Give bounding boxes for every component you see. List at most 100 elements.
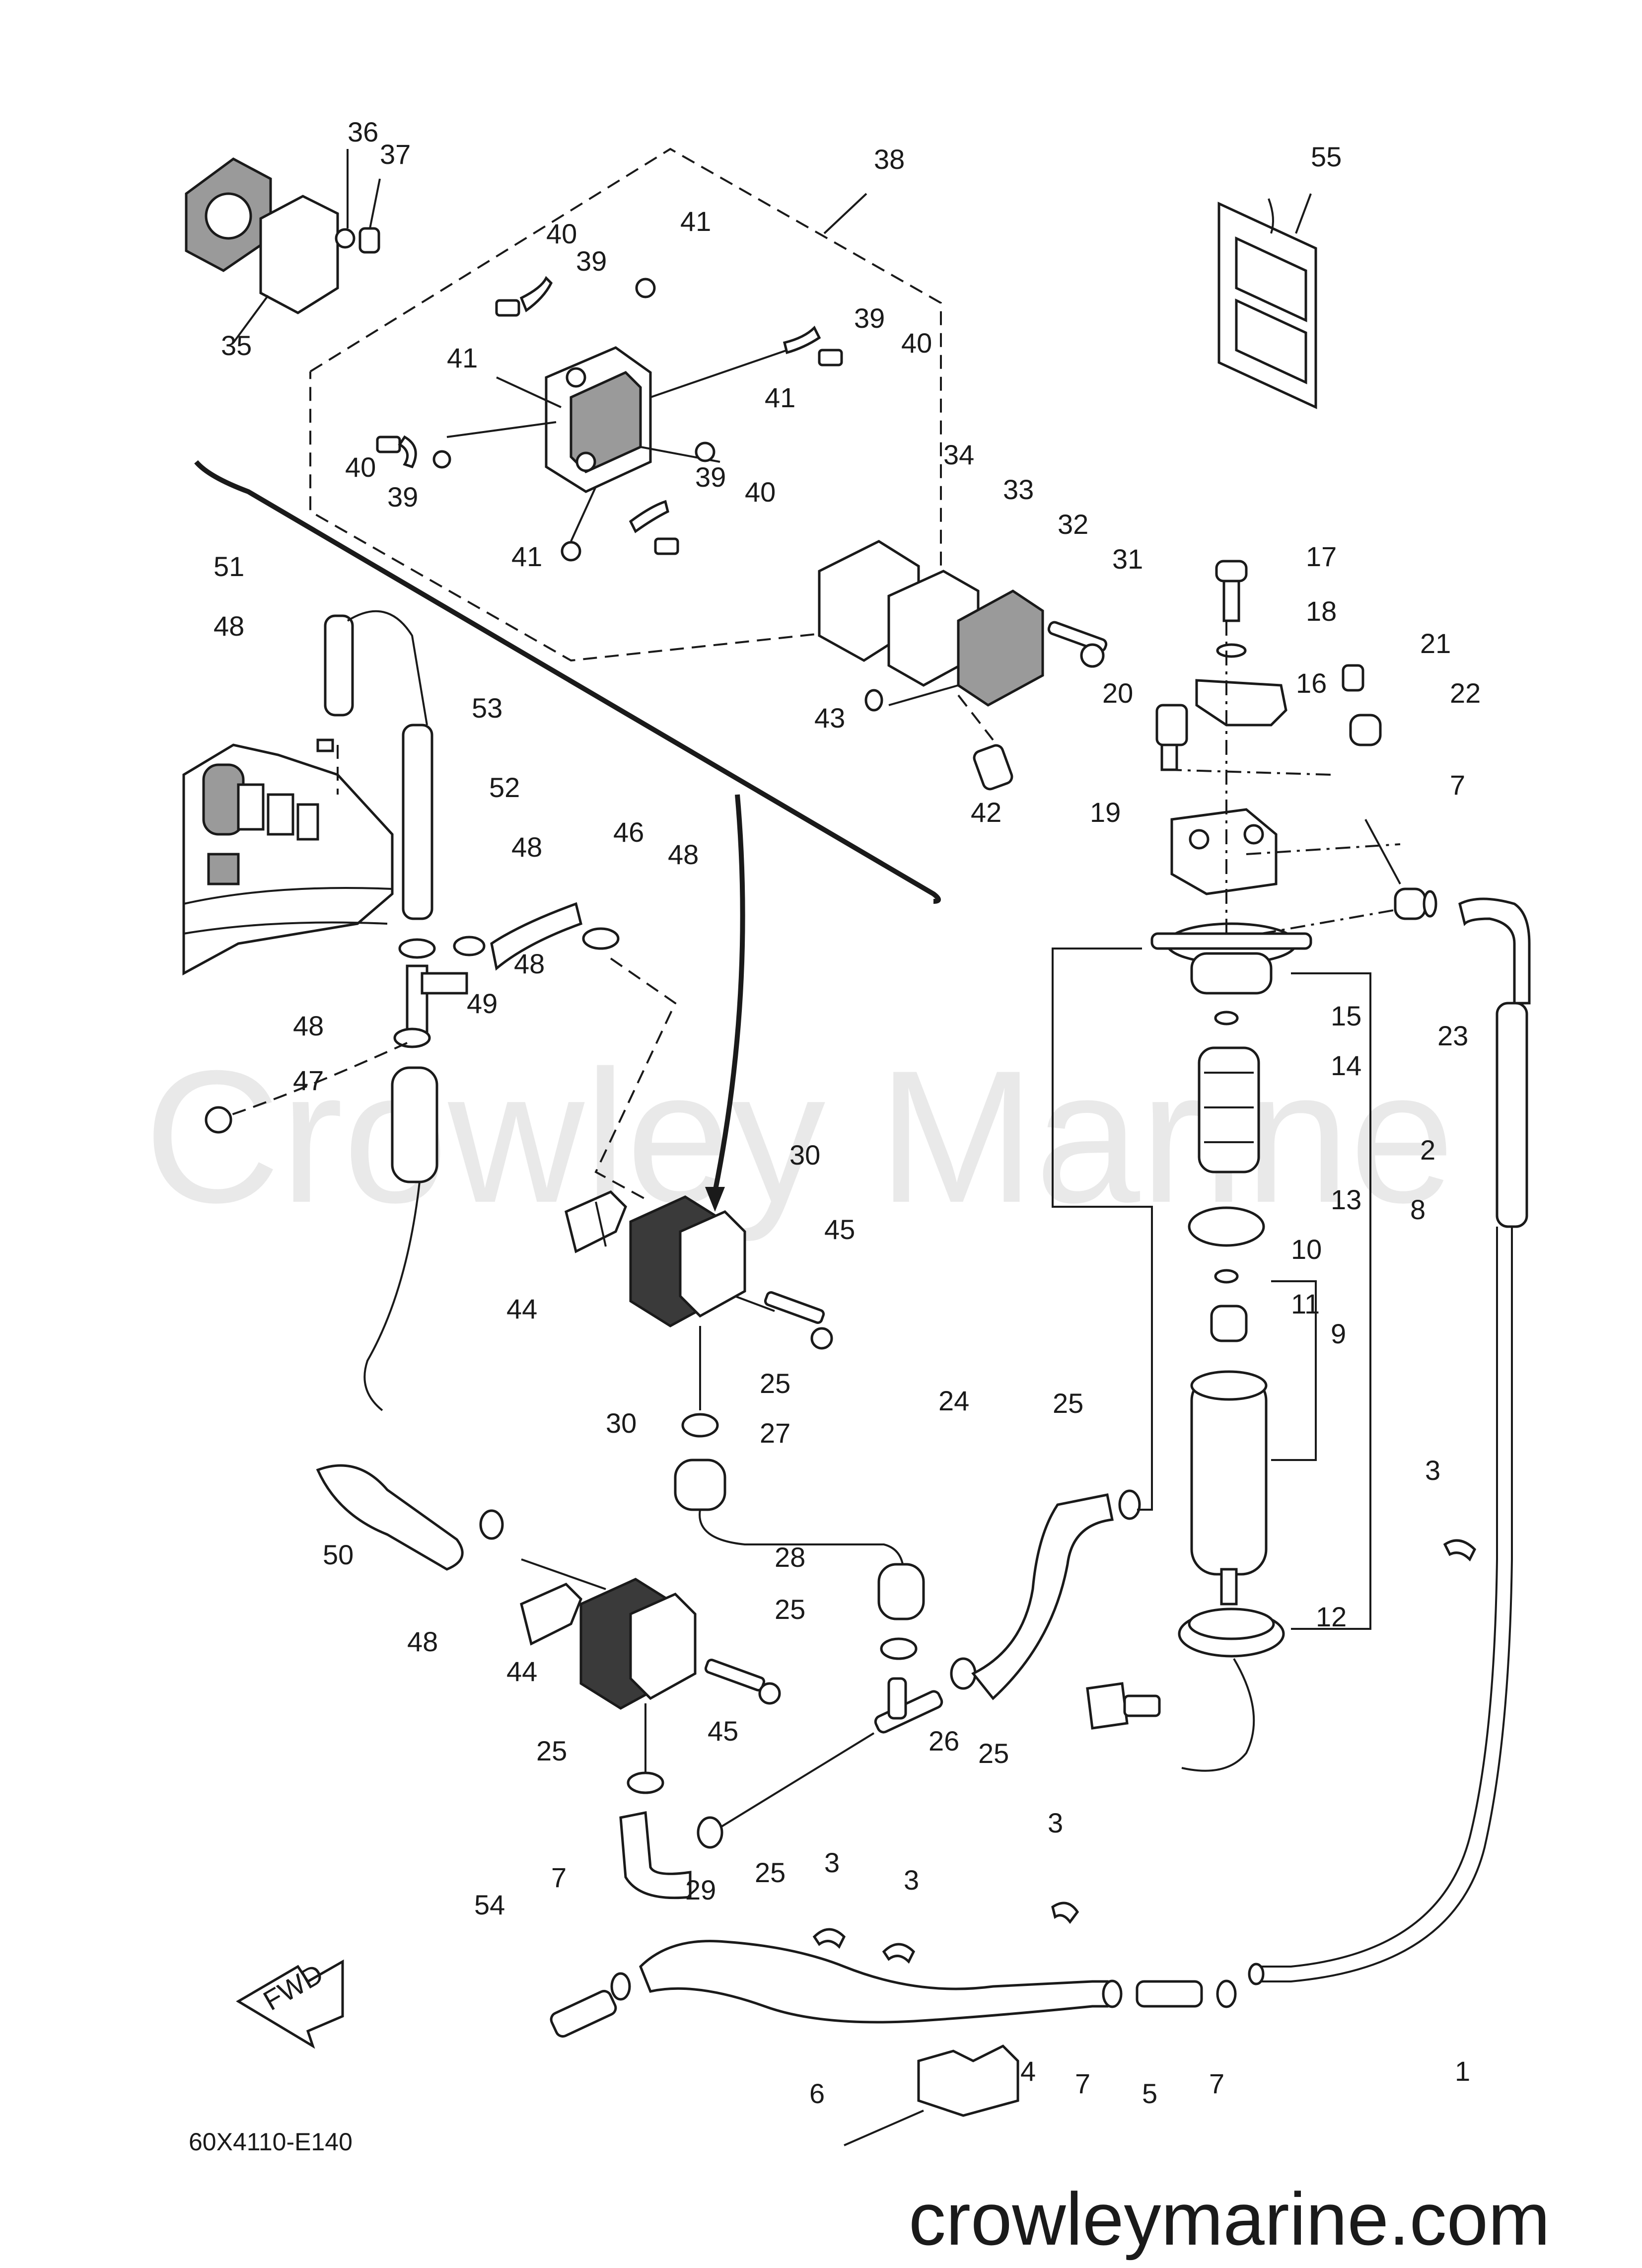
hose-connector-set xyxy=(619,1413,925,1900)
callout-c43: 43 xyxy=(814,702,845,733)
callout-c41a: 41 xyxy=(680,206,711,237)
website-url: crowleymarine.com xyxy=(909,2177,1550,2261)
callout-c27: 27 xyxy=(760,1417,790,1449)
callout-c5: 5 xyxy=(1142,2078,1157,2109)
fuel-pump-upper xyxy=(565,1190,833,1410)
callout-c36: 36 xyxy=(348,116,378,147)
vapor-hose-assembly xyxy=(205,610,468,1411)
label-tag-55 xyxy=(1217,193,1317,409)
callout-c15: 15 xyxy=(1331,1000,1361,1031)
callout-c18: 18 xyxy=(1306,595,1337,627)
callout-c51: 51 xyxy=(214,551,244,582)
callout-c11: 11 xyxy=(1291,1288,1320,1319)
callout-c31: 31 xyxy=(1112,543,1143,575)
callout-c48b: 48 xyxy=(511,831,542,863)
callout-c14: 14 xyxy=(1331,1050,1361,1081)
callout-c37: 37 xyxy=(380,139,411,170)
callout-c50: 50 xyxy=(323,1539,354,1570)
callout-c1: 1 xyxy=(1455,2055,1470,2087)
clips-3 xyxy=(812,1539,1477,1964)
callout-c7d: 7 xyxy=(1209,2068,1224,2099)
callout-c52: 52 xyxy=(489,772,520,803)
callout-c41b: 41 xyxy=(447,342,478,373)
callout-c30a: 30 xyxy=(789,1139,820,1171)
callout-c39b: 39 xyxy=(854,302,885,334)
callout-c25e: 25 xyxy=(978,1738,1009,1769)
callout-c16: 16 xyxy=(1296,667,1327,699)
lower-fuel-hose xyxy=(550,1940,1237,2146)
callout-c47: 47 xyxy=(293,1065,324,1096)
cover-plate-35 xyxy=(185,149,381,344)
callout-c48c: 48 xyxy=(668,839,699,870)
callout-c6: 6 xyxy=(809,2078,825,2109)
callout-c9: 9 xyxy=(1331,1318,1346,1349)
fuel-hose-1-2 xyxy=(1248,897,1531,1985)
callout-c48d: 48 xyxy=(514,948,545,979)
callout-c49: 49 xyxy=(467,988,498,1019)
callout-c17: 17 xyxy=(1306,541,1337,572)
callout-c13: 13 xyxy=(1331,1184,1361,1215)
callout-c39c: 39 xyxy=(387,481,418,512)
callout-c38: 38 xyxy=(874,144,905,175)
hose-24 xyxy=(971,948,1153,1700)
callout-c45a: 45 xyxy=(824,1214,855,1245)
pump-body-exploded xyxy=(376,276,843,562)
callout-c39a: 39 xyxy=(576,245,607,277)
fuel-filter-assembly xyxy=(1086,560,1437,1772)
callout-c3d: 3 xyxy=(904,1864,919,1896)
hose-46 xyxy=(453,902,677,1203)
callout-c25c: 25 xyxy=(775,1594,805,1625)
callout-c23: 23 xyxy=(1437,1020,1468,1051)
callout-c3a: 3 xyxy=(1425,1455,1440,1486)
callout-c41d: 41 xyxy=(511,541,542,572)
callout-c7a: 7 xyxy=(1450,769,1465,801)
hose-50 xyxy=(316,1464,504,1571)
callout-c33: 33 xyxy=(1003,474,1034,505)
callout-c25f: 25 xyxy=(755,1857,785,1888)
callout-c40b: 40 xyxy=(901,327,932,359)
callout-c3c: 3 xyxy=(824,1847,840,1878)
callout-c4: 4 xyxy=(1020,2055,1036,2087)
callout-c48e: 48 xyxy=(293,1010,324,1041)
callout-c3b: 3 xyxy=(1048,1807,1063,1838)
callout-c29: 29 xyxy=(685,1874,716,1905)
pointer-arrow xyxy=(713,794,745,1192)
callout-c24: 24 xyxy=(938,1385,969,1416)
diaphragm-stack xyxy=(818,540,1108,791)
callout-c41c: 41 xyxy=(765,382,795,413)
t-joint-26 xyxy=(697,1657,977,1849)
callout-c45b: 45 xyxy=(708,1715,738,1747)
callout-c26: 26 xyxy=(928,1725,959,1756)
callout-c55: 55 xyxy=(1311,141,1342,172)
section-boundary xyxy=(194,460,941,904)
callout-c54: 54 xyxy=(474,1889,505,1920)
callout-c8: 8 xyxy=(1410,1194,1426,1225)
callout-c48a: 48 xyxy=(214,610,244,642)
callout-c42: 42 xyxy=(971,797,1001,828)
callout-c30b: 30 xyxy=(606,1407,637,1439)
callout-c40a: 40 xyxy=(546,218,577,249)
callout-c20: 20 xyxy=(1102,677,1133,709)
callout-c7b: 7 xyxy=(551,1862,567,1893)
callout-c53: 53 xyxy=(472,692,502,724)
callout-c34: 34 xyxy=(943,439,974,470)
callout-c35: 35 xyxy=(221,330,252,361)
callout-c2: 2 xyxy=(1420,1134,1435,1166)
callout-c12: 12 xyxy=(1316,1601,1347,1632)
callout-c25d: 25 xyxy=(536,1735,567,1766)
callout-c48f: 48 xyxy=(407,1626,438,1657)
callout-c25b: 25 xyxy=(1053,1388,1083,1419)
callout-c22: 22 xyxy=(1450,677,1481,709)
callout-c19: 19 xyxy=(1090,797,1121,828)
callout-c39d: 39 xyxy=(695,461,726,493)
callout-c10: 10 xyxy=(1291,1234,1322,1265)
callout-c25a: 25 xyxy=(760,1368,790,1399)
callout-c32: 32 xyxy=(1058,509,1088,540)
callout-c28: 28 xyxy=(775,1541,805,1573)
callout-c46: 46 xyxy=(613,816,644,848)
fuel-pump-lower xyxy=(520,1558,781,1778)
callout-c44a: 44 xyxy=(506,1293,537,1324)
engine-block xyxy=(182,743,394,976)
